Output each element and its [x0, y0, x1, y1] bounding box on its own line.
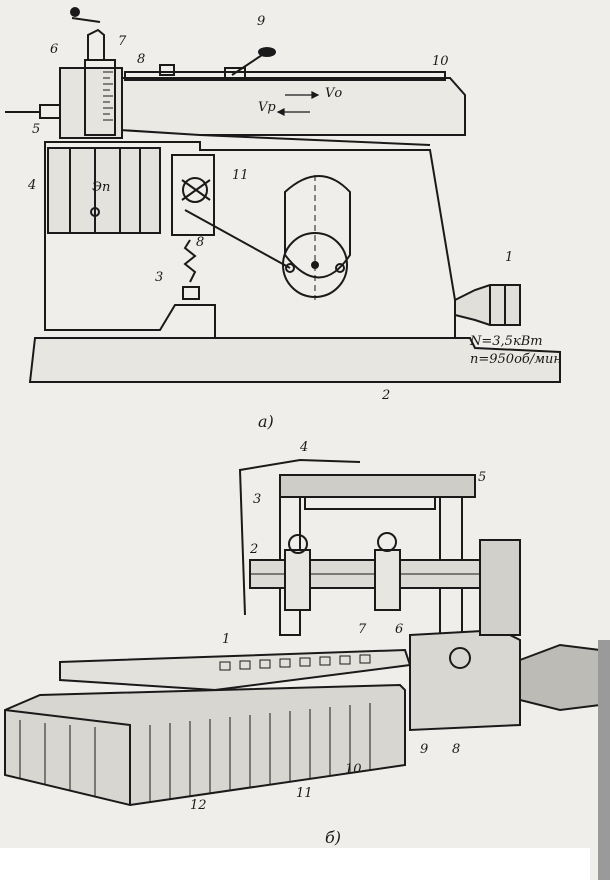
label-b-3: 3 [253, 492, 262, 507]
label-a-6: 6 [50, 42, 59, 57]
velocity-return-label: Vо [325, 86, 343, 101]
label-a-4: 4 [28, 178, 37, 193]
label-a-5: 5 [32, 122, 41, 137]
label-b-5: 5 [478, 470, 487, 485]
label-b-11: 11 [296, 786, 313, 801]
label-a-8b: 8 [196, 235, 205, 250]
caption-b: б) [325, 828, 342, 847]
label-b-6: 6 [395, 622, 404, 637]
label-a-11: 11 [232, 168, 249, 183]
figure-b: 1 2 3 4 5 6 7 8 9 10 11 12 б) [0, 440, 610, 848]
label-b-8: 8 [452, 742, 461, 757]
label-b-4: 4 [300, 440, 309, 455]
label-b-7: 7 [358, 622, 367, 637]
label-b-1: 1 [222, 632, 231, 647]
speed-spec: n=950об/мин [470, 352, 562, 367]
power-spec: N=3,5кВт [470, 334, 543, 349]
machine-mark: Эп [92, 180, 111, 195]
shaping-machine-drawing [5, 7, 561, 383]
label-b-9: 9 [420, 742, 429, 757]
label-b-10: 10 [345, 762, 362, 777]
caption-a: а) [258, 412, 274, 431]
label-a-3: 3 [155, 270, 164, 285]
page-bottom-strip [0, 848, 590, 880]
label-b-12: 12 [190, 798, 207, 813]
velocity-work-label: Vр [258, 100, 276, 115]
planing-machine-drawing [4, 458, 601, 807]
label-a-1: 1 [505, 250, 514, 265]
label-a-8: 8 [137, 52, 146, 67]
label-a-2: 2 [382, 388, 391, 403]
label-a-7: 7 [118, 34, 127, 49]
label-a-9: 9 [257, 14, 266, 29]
label-a-10: 10 [432, 54, 449, 69]
label-b-2: 2 [250, 542, 259, 557]
figure-a: 1 2 3 4 5 6 7 8 8 9 10 11 Vо Vр Эп N=3,5… [5, 7, 562, 431]
page-right-edge [598, 640, 610, 880]
